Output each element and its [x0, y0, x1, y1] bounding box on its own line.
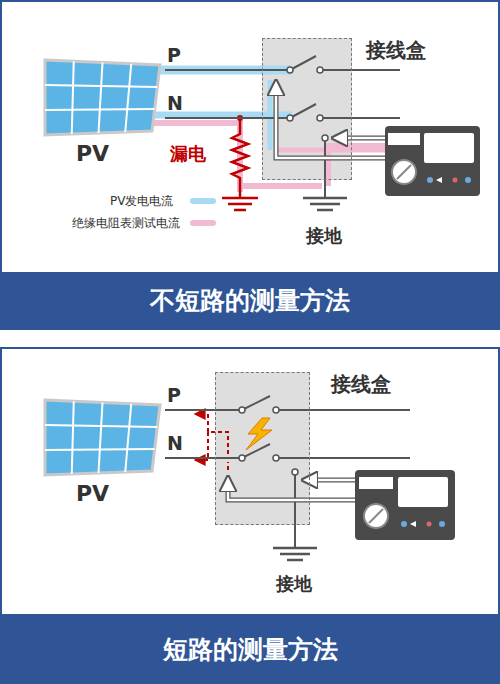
short-path — [196, 432, 208, 460]
ground-wire — [324, 138, 326, 198]
pv-wire — [165, 117, 262, 119]
test-current — [276, 148, 385, 153]
box-heading: 接线盒 — [331, 371, 391, 398]
pv-wire — [165, 69, 262, 71]
pv-array: PV — [40, 395, 165, 507]
pv-cell-grid — [45, 401, 157, 474]
leak-label: 漏电 — [170, 142, 206, 166]
tester-button — [436, 177, 442, 183]
tester-dial — [364, 504, 388, 528]
tester-label-plate — [359, 477, 393, 489]
junction-box: 接线盒 — [215, 372, 310, 525]
ground-wire — [294, 472, 296, 548]
switch-n — [262, 104, 400, 118]
wire-label: N — [167, 92, 183, 114]
terminal — [292, 469, 298, 475]
wire-label: N — [167, 432, 183, 454]
switch-contact — [273, 407, 279, 413]
method-title: 不短路的测量方法 — [150, 284, 350, 317]
panel-frame — [1, 348, 499, 683]
test-current — [240, 183, 322, 189]
switch-contact — [317, 67, 323, 73]
pv-panel-icon — [40, 395, 165, 480]
pv-array: PV — [40, 55, 165, 167]
test-current — [150, 123, 240, 192]
ground-symbol — [222, 198, 258, 210]
tester-lead — [276, 82, 385, 158]
pv-cell-grid — [45, 61, 157, 134]
tester-dial — [397, 165, 411, 179]
wire-label: P — [167, 44, 181, 66]
panel-frame — [1, 1, 499, 329]
switch-contact — [273, 455, 279, 461]
title-band: 不短路的测量方法 — [0, 272, 500, 329]
legend-swatch — [190, 220, 216, 226]
tester-lead — [228, 478, 355, 500]
tester-label-plate — [388, 133, 420, 145]
pv-panel-icon — [40, 55, 165, 140]
switch-contact — [287, 115, 293, 121]
ground-symbol — [303, 198, 347, 210]
tester-lead — [334, 137, 385, 140]
tester-lead — [276, 82, 385, 158]
pv-label: PV — [76, 481, 109, 506]
ground-symbol — [273, 548, 317, 560]
junction-box: 接线盒 — [262, 38, 352, 180]
tester-dial — [369, 509, 383, 523]
tester-button — [439, 521, 445, 527]
pv-label: PV — [76, 141, 109, 166]
pv-panel — [45, 60, 160, 135]
legend-swatch — [190, 198, 216, 204]
box-heading: 接线盒 — [366, 37, 426, 64]
insulation-tester — [355, 470, 455, 540]
tester-dial — [392, 160, 416, 184]
tester-screen — [398, 477, 448, 507]
wire-label: P — [167, 384, 181, 406]
tester-lead — [304, 479, 355, 482]
switch-contact — [317, 115, 323, 121]
tester-lead — [334, 136, 385, 141]
legend-text: PV发电电流 — [110, 193, 173, 210]
switch-contact — [239, 455, 245, 461]
pv-panel — [45, 400, 160, 475]
ground-label: 接地 — [276, 572, 312, 596]
pv-wire — [165, 457, 215, 459]
method-title: 短路的测量方法 — [163, 633, 338, 666]
pv-current — [268, 80, 273, 150]
tester-button — [401, 521, 407, 527]
tester-button — [410, 521, 416, 527]
legend-text: 绝缘电阻表测试电流 — [72, 215, 180, 232]
pv-wire — [165, 409, 215, 411]
insulation-tester — [385, 126, 480, 196]
title-band: 短路的测量方法 — [0, 614, 500, 684]
switch-contact — [287, 67, 293, 73]
terminal — [322, 135, 328, 141]
switch-contact — [239, 407, 245, 413]
tester-lead — [304, 478, 355, 483]
ground-label: 接地 — [306, 224, 342, 248]
tester-button — [465, 177, 471, 183]
leak-resistor — [232, 118, 248, 198]
tester-lead — [228, 478, 355, 500]
tester-button — [427, 177, 433, 183]
short-path — [196, 414, 228, 470]
tester-screen — [424, 133, 474, 163]
tester-button — [427, 522, 432, 527]
spark-icon — [246, 418, 272, 450]
tester-button — [453, 178, 458, 183]
